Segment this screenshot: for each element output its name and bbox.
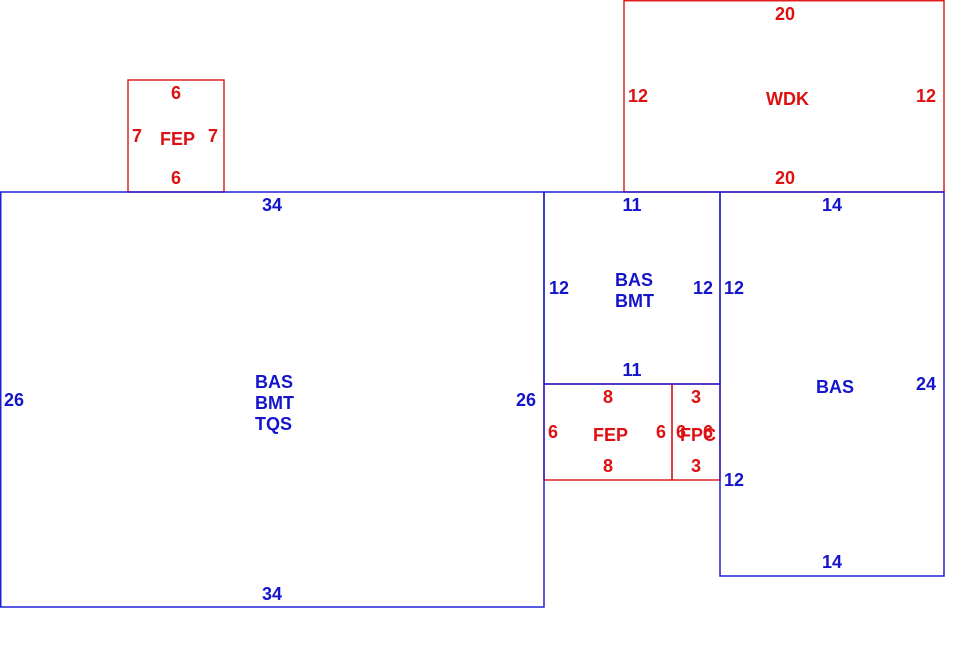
- fep-top-left-dim: 7: [132, 126, 142, 146]
- middle-left-dim: 12: [549, 278, 569, 298]
- middle-code-2: BMT: [615, 291, 654, 311]
- right-top-dim: 14: [822, 195, 842, 215]
- main-code-2: BMT: [255, 393, 294, 413]
- main-top-dim: 34: [262, 195, 282, 215]
- fpc-top-dim: 3: [691, 387, 701, 407]
- main-code-1: BAS: [255, 372, 293, 392]
- right-left-upper-dim: 12: [724, 278, 744, 298]
- main-bottom-dim: 34: [262, 584, 282, 604]
- main-area-outline: [0, 191, 545, 608]
- right-area-outline: [719, 191, 945, 577]
- middle-top-dim: 11: [622, 195, 641, 215]
- fpc-right-dim: 6: [703, 422, 713, 442]
- main-right-dim: 26: [516, 390, 536, 410]
- fep-mid-right-dim: 6: [656, 422, 666, 442]
- middle-right-dim: 12: [693, 278, 713, 298]
- wdk-right-dim: 12: [916, 86, 936, 106]
- fep-mid-top-dim: 8: [603, 387, 613, 407]
- fep-top-right-dim: 7: [208, 126, 218, 146]
- wdk-code: WDK: [766, 89, 809, 109]
- fpc-code: FPC: [680, 425, 716, 445]
- fep-top-top-dim: 6: [171, 83, 181, 103]
- fpc-bottom-dim: 3: [691, 456, 701, 476]
- right-right-dim: 24: [916, 374, 936, 394]
- fep-mid-code: FEP: [593, 425, 628, 445]
- fep-top-code: FEP: [160, 129, 195, 149]
- middle-bottom-dim: 11: [622, 360, 641, 380]
- wdk-top-dim: 20: [775, 4, 795, 24]
- wdk-left-dim: 12: [628, 86, 648, 106]
- middle-code-1: BAS: [615, 270, 653, 290]
- fpc-left-dim: 6: [676, 422, 686, 442]
- wdk-bottom-dim: 20: [775, 168, 795, 188]
- main-code-3: TQS: [255, 414, 292, 434]
- right-bottom-dim: 14: [822, 552, 842, 572]
- main-left-dim: 26: [4, 390, 24, 410]
- right-code-1: BAS: [816, 377, 854, 397]
- right-left-lower-dim: 12: [724, 470, 744, 490]
- fep-top-bottom-dim: 6: [171, 168, 181, 188]
- fep-mid-left-dim: 6: [548, 422, 558, 442]
- fep-mid-bottom-dim: 8: [603, 456, 613, 476]
